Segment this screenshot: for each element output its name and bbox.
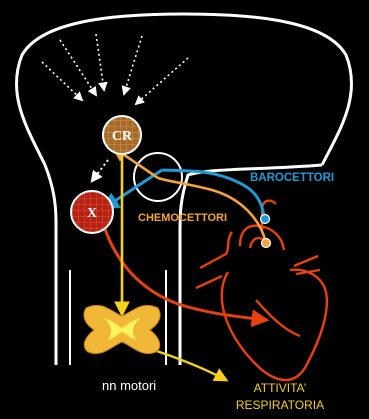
attivita-respiratoria-line2: RESPIRATORIA xyxy=(236,398,324,412)
brainstem-right-outline xyxy=(180,165,322,365)
cortical-input-arrow xyxy=(96,34,104,90)
cr-label: CR xyxy=(112,129,133,144)
nn-motori-label: nn motori xyxy=(102,378,156,393)
chemoreceptor-dot xyxy=(262,239,271,248)
cortical-input-arrow xyxy=(136,58,188,104)
cortical-input-arrow xyxy=(124,36,142,94)
baroreceptor-dot xyxy=(261,215,270,224)
barocettori-label: BAROCETTORI xyxy=(250,172,334,184)
cortical-input-arrow xyxy=(42,62,82,100)
chemocettori-label: CHEMOCETTORI xyxy=(138,212,227,224)
cardiac-efferent-arrow xyxy=(104,226,266,320)
x-label: X xyxy=(87,206,97,221)
brainstem-left-outline xyxy=(45,165,56,365)
cr-to-x-dotted-arrow xyxy=(92,160,108,181)
attivita-respiratoria-line1: ATTIVITA’ xyxy=(254,381,307,395)
brain-outline xyxy=(16,14,351,165)
cortical-input-arrows xyxy=(42,34,188,104)
cortical-input-arrow xyxy=(60,40,96,95)
